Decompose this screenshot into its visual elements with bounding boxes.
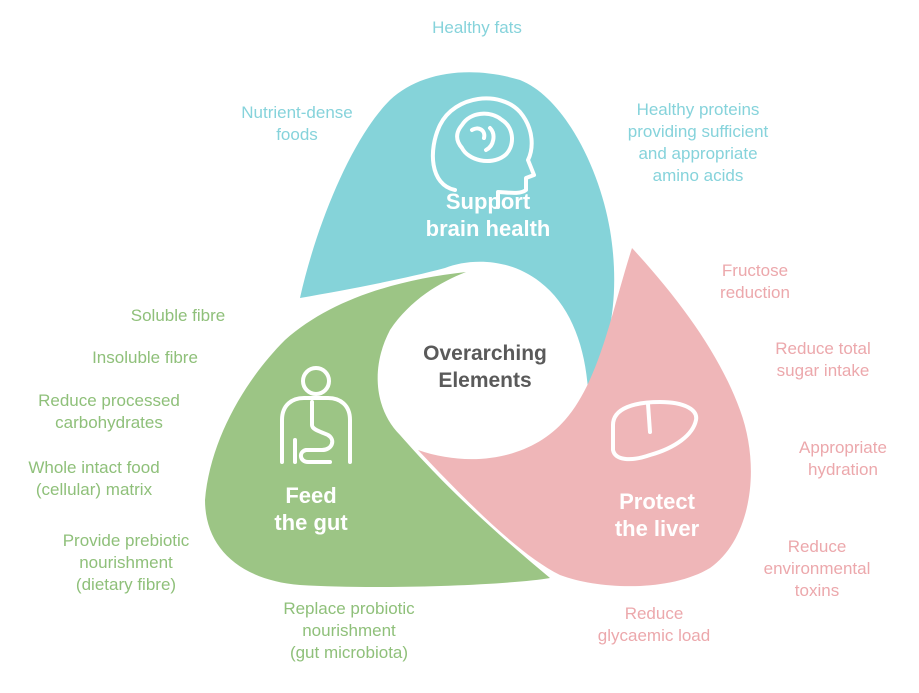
healthy-proteins-label: Healthy proteins providing sufficient an…: [628, 99, 769, 187]
sugar-intake-label: Reduce total sugar intake: [775, 338, 870, 382]
nutrient-dense-label: Nutrient-dense foods: [241, 102, 353, 146]
center-title-line1: Overarching: [423, 342, 547, 365]
prebiotic-line1: Provide prebiotic: [62, 531, 190, 550]
liver-segment: [418, 248, 751, 587]
digestive-system-icon: [280, 366, 352, 464]
prebiotic-line2: nourishment: [79, 553, 173, 572]
hydration-line2: hydration: [808, 460, 878, 479]
probiotic-line2: nourishment: [302, 621, 396, 640]
sugar-intake-line1: Reduce total: [775, 339, 871, 358]
processed-carbs-label: Reduce processed carbohydrates: [38, 390, 180, 434]
whole-food-label: Whole intact food (cellular) matrix: [28, 457, 159, 501]
liver-icon: [611, 400, 699, 462]
glycaemic-load-line2: glycaemic load: [597, 626, 711, 645]
gut-title-line2: the gut: [274, 510, 348, 535]
liver-title-line1: Protect: [619, 489, 695, 514]
gut-title-line1: Feed: [285, 483, 337, 508]
brain-segment: [300, 72, 615, 390]
fructose-line2: reduction: [720, 283, 790, 302]
healthy-proteins-line2: providing sufficient: [627, 122, 769, 141]
sugar-intake-line2: sugar intake: [776, 361, 870, 380]
processed-carbs-line2: carbohydrates: [55, 413, 163, 432]
brain-title-line1: Support: [445, 189, 531, 214]
insoluble-fibre-label: Insoluble fibre: [92, 348, 198, 367]
processed-carbs-line1: Reduce processed: [38, 391, 180, 410]
fructose-label: Fructose reduction: [720, 260, 790, 304]
healthy-proteins-line3: and appropriate: [638, 144, 758, 163]
prebiotic-line3: (dietary fibre): [75, 575, 177, 594]
soluble-fibre-label: Soluble fibre: [130, 306, 226, 325]
probiotic-line3: (gut microbiota): [289, 643, 409, 662]
environmental-toxins-line2: environmental: [763, 559, 871, 578]
brain-title-line2: brain health: [425, 216, 551, 241]
brain-segment-title: Support brain health: [426, 188, 551, 242]
center-title-line2: Elements: [438, 369, 532, 392]
whole-food-line1: Whole intact food: [28, 458, 160, 477]
whole-food-line2: (cellular) matrix: [35, 480, 153, 499]
hydration-line1: Appropriate: [799, 438, 887, 457]
nutrient-dense-line2: foods: [276, 125, 318, 144]
healthy-fats-label: Healthy fats: [432, 18, 522, 37]
glycaemic-load-line1: Reduce: [624, 604, 684, 623]
nutrient-dense-line1: Nutrient-dense: [241, 103, 353, 122]
glycaemic-load-label: Reduce glycaemic load: [598, 603, 710, 647]
gut-segment: [205, 272, 550, 588]
center-title: Overarching Elements: [423, 340, 547, 394]
prebiotic-label: Provide prebiotic nourishment (dietary f…: [63, 530, 190, 596]
hydration-label: Appropriate hydration: [799, 437, 887, 481]
liver-segment-title: Protect the liver: [615, 488, 699, 542]
brain-head-icon: [430, 96, 536, 209]
probiotic-line1: Replace probiotic: [283, 599, 415, 618]
fructose-line1: Fructose: [721, 261, 789, 280]
environmental-toxins-line3: toxins: [794, 581, 840, 600]
gut-segment-title: Feed the gut: [274, 482, 347, 536]
healthy-proteins-line4: amino acids: [652, 166, 744, 185]
healthy-proteins-line1: Healthy proteins: [636, 100, 760, 119]
probiotic-label: Replace probiotic nourishment (gut micro…: [283, 598, 414, 664]
environmental-toxins-label: Reduce environmental toxins: [764, 536, 871, 602]
environmental-toxins-line1: Reduce: [787, 537, 847, 556]
liver-title-line2: the liver: [614, 516, 700, 541]
